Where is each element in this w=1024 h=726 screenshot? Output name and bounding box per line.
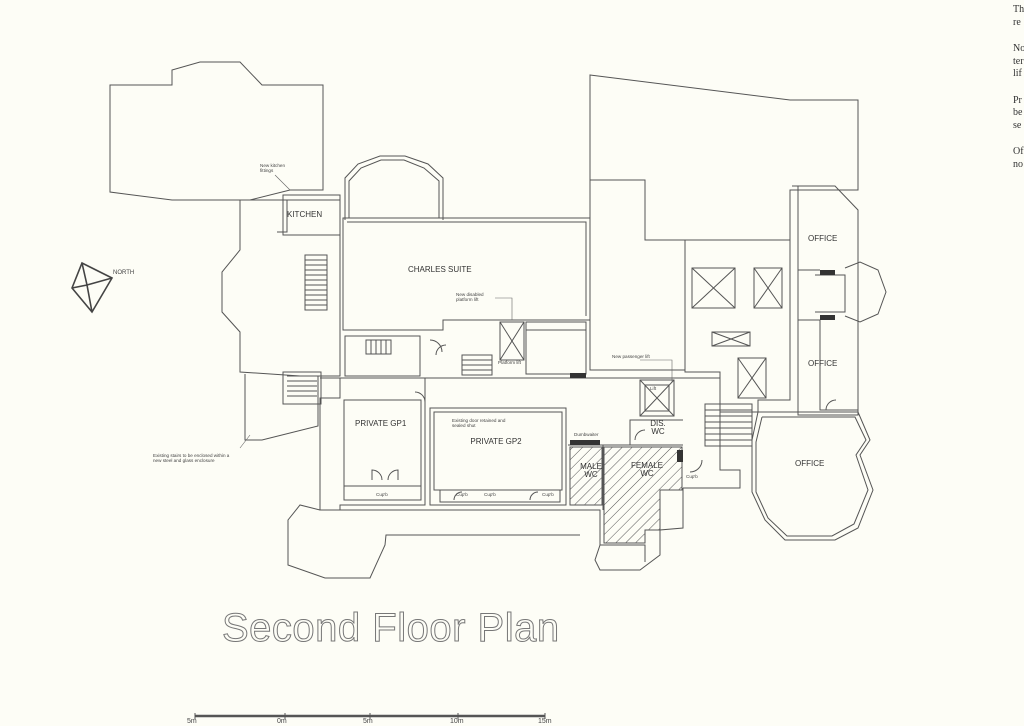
south-outline [340,488,684,571]
office-bottom-label: OFFICE [795,459,825,468]
office-bottom-room [751,411,874,541]
scale-label: 15m [538,718,552,725]
private-gp1-label: PRIVATE GP1 [355,419,407,428]
cupboard-label: Cup'b [484,492,496,497]
platform-lift-small-note: Platform lift [498,360,521,365]
cupboard-label: Cup'b [376,492,388,497]
office-mid-label: OFFICE [808,359,838,368]
female-wc-label: FEMALE WC [630,461,663,479]
kitchen-label: KITCHEN [287,210,323,219]
top-left-extension [109,61,324,201]
lift-note: Lift [650,386,657,391]
private-gp2-room [429,407,567,506]
north-arrow [71,261,114,314]
scale-label: 0m [277,718,287,725]
kitchen-fittings-note: New kitchen fittings [260,163,286,174]
central-corridor [320,377,741,489]
north-east-block [589,74,859,241]
dis-wc-label: DIS. WC [650,419,666,437]
private-gp2-label: PRIVATE GP2 [470,437,522,446]
side-text-column: Th re No ter lif Pr be se Of no [1013,4,1024,185]
office-top-label: OFFICE [808,234,838,243]
platform-lift-note: New disabled platform lift [456,292,484,303]
scale-label: 10m [450,718,464,725]
cupboard-label: Cup'b [456,492,468,497]
cupboard-label: Cup'b [542,492,554,497]
private-gp1-room [319,377,426,511]
cupboard-label: Cup'b [686,474,698,479]
plan-title: Second Floor Plan [222,606,560,651]
kitchen-room [282,194,341,236]
east-stair-bay [844,261,887,323]
side-paragraph: Th re [1013,4,1024,28]
passenger-lift-note: New passenger lift [612,354,650,359]
scale-bar [194,713,546,719]
west-wing [221,199,341,377]
male-wc-hatch [569,446,603,506]
existing-door-note: Existing door retained and sealed shut [452,418,506,429]
west-porch [244,374,319,441]
male-wc-label: MALE WC [580,462,602,480]
scale-label: 5m [363,718,373,725]
north-label: NORTH [113,270,135,276]
existing-stairs-note: Existing stairs to be enclosed within a … [153,453,230,464]
charles-suite-bay [344,155,444,220]
side-paragraph: No ter lif [1013,43,1024,79]
dumbwaiter-note: Dumbwaiter [574,432,599,437]
charles-suite-label: CHARLES SUITE [408,265,472,274]
scale-label: 5m [187,718,197,725]
office-column [792,185,859,416]
side-paragraph: Of no [1013,146,1024,170]
side-paragraph: Pr be se [1013,94,1023,131]
